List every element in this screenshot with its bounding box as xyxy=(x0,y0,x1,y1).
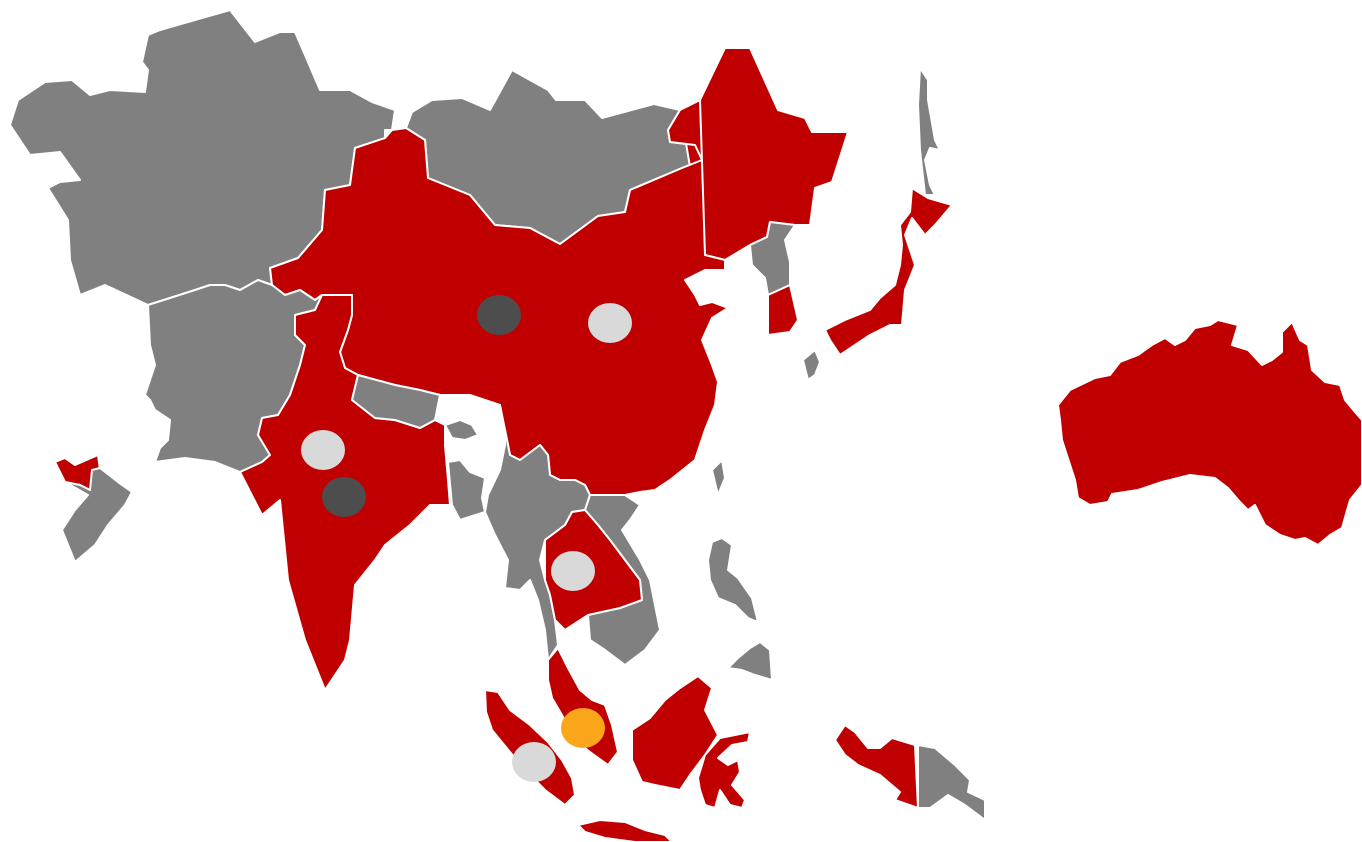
region-bhutan[interactable] xyxy=(444,419,479,441)
region-borneo[interactable] xyxy=(631,675,719,791)
marker-india-central[interactable] xyxy=(322,477,366,517)
region-south-korea[interactable] xyxy=(767,284,799,336)
region-sakhalin[interactable] xyxy=(917,67,941,196)
region-philippines[interactable] xyxy=(707,459,773,681)
marker-cambodia-thailand[interactable] xyxy=(551,551,595,591)
region-taiwan[interactable] xyxy=(802,349,821,381)
marker-sumatra[interactable] xyxy=(512,742,556,782)
region-nepal[interactable] xyxy=(351,374,441,429)
map-regions xyxy=(9,9,1362,842)
region-sulawesi[interactable] xyxy=(697,731,751,809)
region-australia[interactable] xyxy=(1057,319,1362,546)
marker-china-west[interactable] xyxy=(477,295,521,335)
region-new-guinea-east[interactable] xyxy=(917,744,986,821)
marker-india-north[interactable] xyxy=(301,430,345,470)
region-yemen[interactable] xyxy=(61,467,133,563)
region-japan[interactable] xyxy=(824,187,953,356)
marker-singapore[interactable] xyxy=(561,708,605,748)
marker-china-east[interactable] xyxy=(588,303,632,343)
region-java[interactable] xyxy=(577,819,673,842)
region-korea[interactable] xyxy=(749,221,796,296)
map-markers xyxy=(301,295,632,782)
region-new-guinea-west[interactable] xyxy=(834,724,919,809)
region-russia-far-east[interactable] xyxy=(679,47,849,261)
region-bangladesh[interactable] xyxy=(447,459,486,521)
